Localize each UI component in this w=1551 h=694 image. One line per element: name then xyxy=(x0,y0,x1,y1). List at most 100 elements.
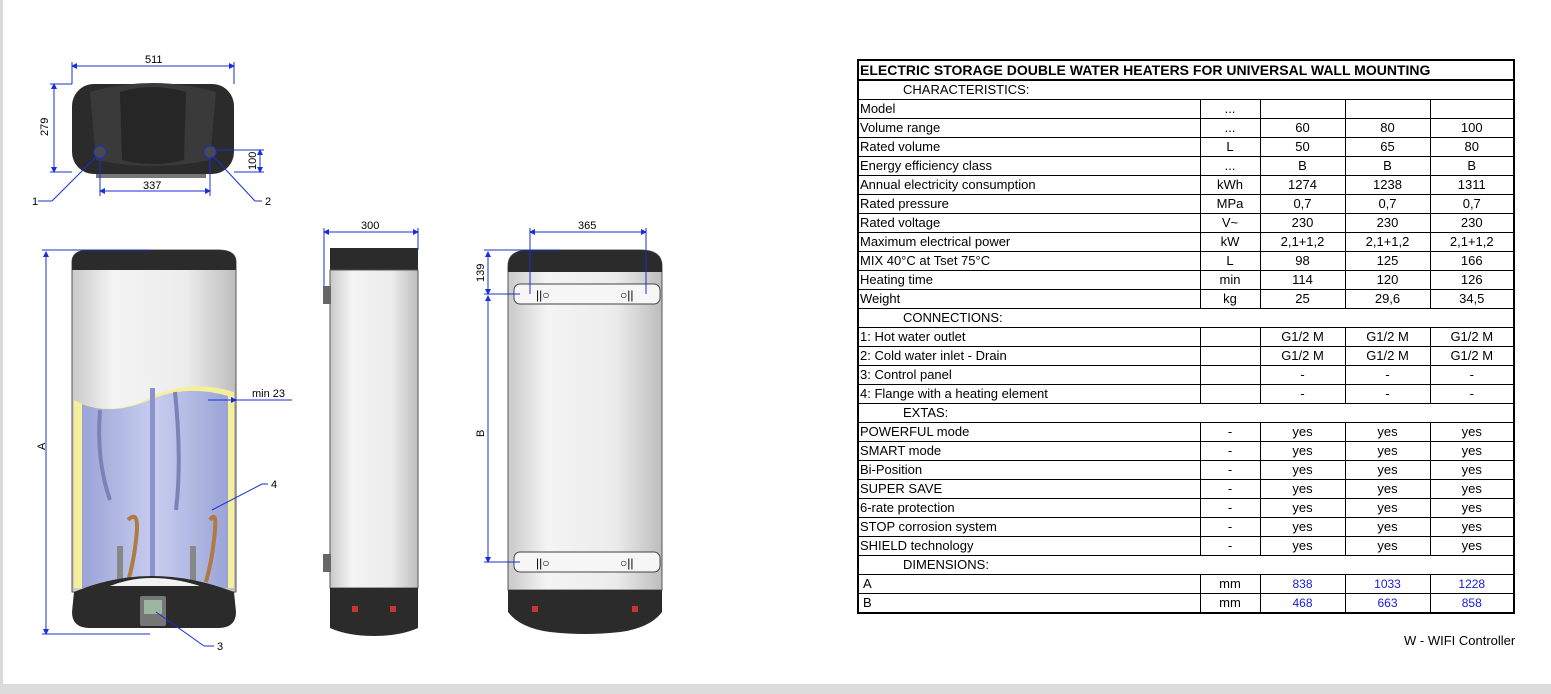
section-row-extras: EXTAS: xyxy=(857,403,1515,423)
row-unit: - xyxy=(1199,479,1261,499)
row-label: Annual electricity consumption xyxy=(857,175,1201,195)
section-header-extras: EXTAS: xyxy=(857,403,1515,423)
row-value xyxy=(1429,99,1515,119)
row-value xyxy=(1259,99,1346,119)
row-value: yes xyxy=(1259,517,1346,537)
row-unit: min xyxy=(1199,270,1261,290)
row-label: POWERFUL mode xyxy=(857,422,1201,442)
section-row-dimensions: DIMENSIONS: xyxy=(857,555,1515,575)
row-unit: kg xyxy=(1199,289,1261,309)
row-value: 125 xyxy=(1344,251,1431,271)
row-value: 2,1+1,2 xyxy=(1429,232,1515,252)
row-value: 2,1+1,2 xyxy=(1344,232,1431,252)
row-value: yes xyxy=(1259,536,1346,556)
dim-height-a: A xyxy=(36,442,48,450)
row-value: yes xyxy=(1344,498,1431,518)
svg-text:○||: ○|| xyxy=(620,556,633,570)
section-row-connections: CONNECTIONS: xyxy=(857,308,1515,328)
row-label: 2: Cold water inlet - Drain xyxy=(857,346,1201,366)
row-unit: kW xyxy=(1199,232,1261,252)
back-view: ||○ ○|| ||○ ○|| 365 139 B xyxy=(475,220,663,634)
row-value: 1274 xyxy=(1259,175,1346,195)
page-left-border xyxy=(0,0,3,694)
row-value: G1/2 M xyxy=(1429,327,1515,347)
row-unit xyxy=(1199,346,1261,366)
row-value: 2,1+1,2 xyxy=(1259,232,1346,252)
row-value: B xyxy=(1344,156,1431,176)
row-value: yes xyxy=(1344,441,1431,461)
row-value: 0,7 xyxy=(1429,194,1515,214)
row-unit xyxy=(1199,365,1261,385)
row-value: - xyxy=(1344,365,1431,385)
row-value: 230 xyxy=(1344,213,1431,233)
row-value: - xyxy=(1344,384,1431,404)
specification-table: ELECTRIC STORAGE DOUBLE WATER HEATERS FO… xyxy=(857,59,1516,614)
dim-side-width: 300 xyxy=(361,220,379,232)
svg-text:||○: ||○ xyxy=(536,556,549,570)
row-value: 120 xyxy=(1344,270,1431,290)
row-value: 1228 xyxy=(1429,574,1515,594)
row-value: 29,6 xyxy=(1344,289,1431,309)
row-value: 838 xyxy=(1259,574,1346,594)
row-value: G1/2 M xyxy=(1344,346,1431,366)
callout-3: 3 xyxy=(217,641,223,653)
row-unit: - xyxy=(1199,517,1261,537)
row-unit: L xyxy=(1199,137,1261,157)
row-value: B xyxy=(1259,156,1346,176)
top-view: 511 279 337 100 1 2 xyxy=(32,54,271,208)
row-value: yes xyxy=(1259,460,1346,480)
dim-top-width: 511 xyxy=(145,54,163,66)
row-label: Rated voltage xyxy=(857,213,1201,233)
row-label: A xyxy=(857,574,1201,594)
row-unit: V~ xyxy=(1199,213,1261,233)
row-label: SMART mode xyxy=(857,441,1201,461)
row-value: - xyxy=(1429,365,1515,385)
row-unit: - xyxy=(1199,422,1261,442)
svg-text:○||: ○|| xyxy=(620,288,633,302)
row-value: 98 xyxy=(1259,251,1346,271)
row-value: - xyxy=(1429,384,1515,404)
row-value: 80 xyxy=(1344,118,1431,138)
row-label: MIX 40°C at Tset 75°C xyxy=(857,251,1201,271)
row-value: 65 xyxy=(1344,137,1431,157)
row-value: yes xyxy=(1259,441,1346,461)
callout-2: 2 xyxy=(265,196,271,208)
row-unit: ... xyxy=(1199,156,1261,176)
row-unit: - xyxy=(1199,441,1261,461)
row-value: 34,5 xyxy=(1429,289,1515,309)
row-label: 6-rate protection xyxy=(857,498,1201,518)
row-label: Heating time xyxy=(857,270,1201,290)
row-unit: L xyxy=(1199,251,1261,271)
dim-back-width: 365 xyxy=(578,220,596,232)
row-value: yes xyxy=(1429,422,1515,442)
section-row-characteristics: CHARACTERISTICS: xyxy=(857,79,1515,100)
row-label: 3: Control panel xyxy=(857,365,1201,385)
row-value: G1/2 M xyxy=(1259,346,1346,366)
row-value xyxy=(1344,99,1431,119)
row-value: yes xyxy=(1344,517,1431,537)
row-label: Bi-Position xyxy=(857,460,1201,480)
row-value: G1/2 M xyxy=(1259,327,1346,347)
row-value: B xyxy=(1429,156,1515,176)
row-value: yes xyxy=(1429,517,1515,537)
section-header-dimensions: DIMENSIONS: xyxy=(857,555,1515,575)
row-value: 50 xyxy=(1259,137,1346,157)
row-value: yes xyxy=(1429,441,1515,461)
row-value: yes xyxy=(1259,479,1346,499)
row-value: 0,7 xyxy=(1344,194,1431,214)
row-value: 126 xyxy=(1429,270,1515,290)
table-title-row: ELECTRIC STORAGE DOUBLE WATER HEATERS FO… xyxy=(857,59,1515,81)
row-label: SHIELD technology xyxy=(857,536,1201,556)
row-value: 1033 xyxy=(1344,574,1431,594)
row-unit: - xyxy=(1199,460,1261,480)
row-value: 1238 xyxy=(1344,175,1431,195)
